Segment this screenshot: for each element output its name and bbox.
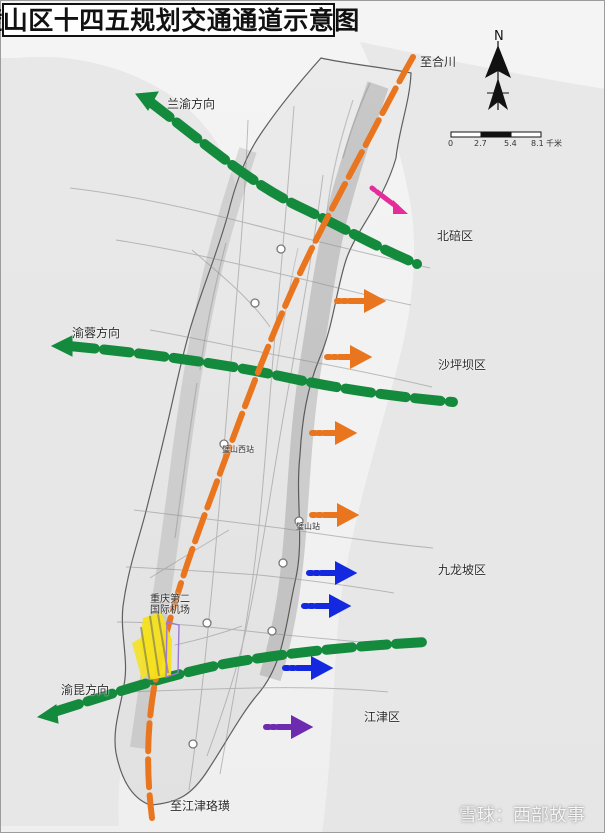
blue-arrow-3 <box>311 655 334 681</box>
watermark-text: 雪球：西部故事 <box>459 805 585 826</box>
to-jiangjin-luohuang-label: 至江津珞璜 <box>170 799 231 813</box>
blue-arrow-1 <box>335 560 358 586</box>
green-corridor-lanyu <box>144 96 422 269</box>
green-arrowhead-yukun <box>36 704 59 724</box>
scale-segment-3 <box>510 131 542 138</box>
green-arrowhead-lanyu <box>135 91 159 111</box>
bishan-west-label: 璧山西站 <box>222 445 254 454</box>
station-marker-2 <box>250 298 260 308</box>
shapingba-label: 沙坪坝区 <box>438 358 487 372</box>
bishan-district-boundary <box>114 57 412 806</box>
ridge-detail-5 <box>174 382 198 539</box>
road-4 <box>133 509 434 549</box>
scale-label-8-1: 8.1 <box>531 139 544 148</box>
scale-bar <box>450 131 542 138</box>
station-marker-1 <box>276 244 286 254</box>
orange-main-corridor <box>145 54 416 821</box>
terrain-shadow-right <box>322 42 605 833</box>
ridge-detail-3 <box>274 247 299 381</box>
ridge-detail-1 <box>342 82 371 159</box>
green-corridors <box>36 91 458 724</box>
station-marker-4 <box>294 516 304 526</box>
orange-arrow-3 <box>335 420 358 446</box>
terrain-shadow-left <box>0 56 240 826</box>
station-marker-3 <box>219 439 229 449</box>
station-marker-6 <box>267 626 277 636</box>
station-markers <box>188 244 304 749</box>
to-lanyu-label: 兰渝方向 <box>167 97 216 111</box>
airport-zone <box>132 612 180 684</box>
road-5 <box>125 566 395 594</box>
blue-connectors <box>282 560 358 681</box>
pink-connector <box>369 185 408 214</box>
orange-arrow-4 <box>337 502 360 528</box>
ridge-detail-2 <box>325 99 354 220</box>
to-yurong-label: 渝蓉方向 <box>72 326 121 340</box>
road-7 <box>129 687 389 693</box>
scale-label-2-7: 2.7 <box>474 139 487 148</box>
road-10 <box>206 174 324 757</box>
blue-arrow-2 <box>329 593 352 619</box>
beibei-label: 北碚区 <box>437 229 474 243</box>
jiangjin-label: 江津区 <box>364 710 401 724</box>
airport-runway-1 <box>149 615 160 677</box>
jiulongpo-label: 九龙坡区 <box>438 563 487 577</box>
road-11 <box>191 249 271 328</box>
ridge-detail-4 <box>199 242 227 371</box>
orange-arrow-1 <box>364 288 387 314</box>
airport-yellow-area-2 <box>132 634 156 680</box>
purple-arrowhead <box>291 714 314 740</box>
to-yukun-label: 渝昆方向 <box>61 683 110 697</box>
orange-arrow-2 <box>350 344 373 370</box>
station-marker-7 <box>202 618 212 628</box>
scale-unit-label: 千米 <box>546 139 562 148</box>
airport-runway-3 <box>140 626 151 684</box>
orange-connectors <box>309 288 387 528</box>
purple-connector <box>263 714 314 740</box>
green-corridor-yurong <box>64 341 458 407</box>
map-title-box: 璧山区十四五规划交通通道示意图 <box>0 3 359 37</box>
road-1 <box>69 187 431 269</box>
scale-label-5-4: 5.4 <box>504 139 517 148</box>
airport-label: 重庆第二国际机场 <box>150 594 190 616</box>
north-arrow <box>485 41 511 110</box>
station-marker-5 <box>278 558 288 568</box>
pink-arrowhead <box>393 200 408 214</box>
green-corridor-yukun <box>49 637 431 717</box>
to-hechuan-label: 至合川 <box>420 55 457 69</box>
north-arrow-icon <box>485 45 511 78</box>
map-title: 璧山区十四五规划交通通道示意图 <box>0 5 360 35</box>
road-13 <box>174 625 243 646</box>
north-label: N <box>494 29 504 44</box>
airport-purple-outline <box>165 621 180 678</box>
green-arrowhead-yurong <box>50 335 73 357</box>
station-marker-8 <box>188 739 198 749</box>
road-3 <box>149 329 433 388</box>
bishan-station-label: 璧山站 <box>296 522 320 531</box>
scale-label-0: 0 <box>448 139 454 148</box>
north-arrow-lower <box>488 78 508 110</box>
